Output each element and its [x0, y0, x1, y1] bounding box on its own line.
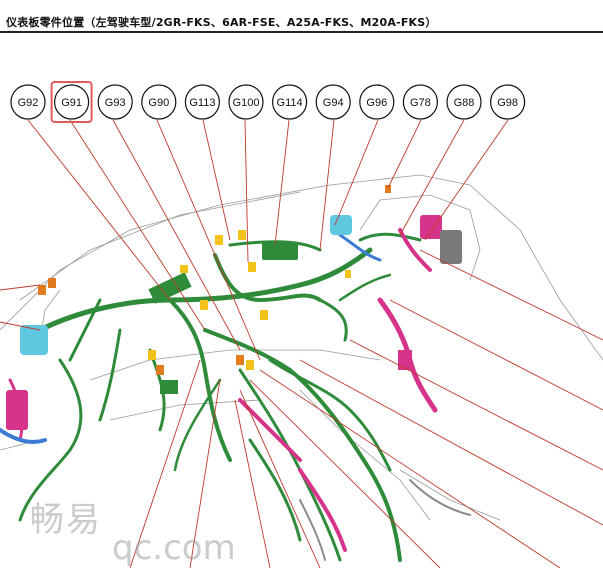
harness-gray: [299, 479, 471, 561]
connector-callout-g90[interactable]: G90: [141, 84, 177, 120]
connector-circle: [184, 84, 220, 120]
connector-label: G114: [277, 97, 303, 109]
connector-circle: [228, 84, 264, 120]
connector-circle: [10, 84, 46, 120]
connector-circle: [53, 84, 90, 120]
connector-label: G78: [410, 97, 431, 109]
connector-circle: [490, 84, 526, 120]
connector-label: G96: [366, 97, 387, 109]
connector-circle: [141, 84, 177, 120]
connector-callout-g88[interactable]: G88: [446, 84, 482, 120]
harness-pink: [8, 228, 438, 552]
connector-callout-g78[interactable]: G78: [402, 84, 438, 120]
connector-callouts: G92 G91 G93 G90 G113 G100 G114 G94 G96 G78 G88 G98: [10, 81, 526, 123]
connector-circle: [402, 84, 438, 120]
connector-label: G90: [148, 97, 169, 109]
connector-callout-g113[interactable]: G113: [184, 84, 220, 120]
connector-circle: [359, 84, 395, 120]
connector-circle: [97, 84, 133, 120]
small-connectors: [38, 185, 391, 375]
connector-callout-g96[interactable]: G96: [359, 84, 395, 120]
connector-label: G98: [497, 97, 518, 109]
connector-callout-g114[interactable]: G114: [272, 84, 308, 120]
connector-label: G113: [189, 97, 215, 109]
connector-label: G93: [105, 97, 126, 109]
connector-label: G100: [233, 97, 260, 109]
page-header: 仪表板零件位置（左驾驶车型/2GR-FKS、6AR-FSE、A25A-FKS、M…: [0, 0, 603, 34]
connector-circle: [272, 84, 308, 120]
connector-label: G94: [323, 97, 344, 109]
component-blocks: [6, 215, 462, 430]
selection-highlight: [50, 81, 93, 123]
page-title: 仪表板零件位置（左驾驶车型/2GR-FKS、6AR-FSE、A25A-FKS、M…: [6, 16, 437, 29]
connector-label: G88: [454, 97, 475, 109]
connector-callout-g100[interactable]: G100: [228, 84, 264, 120]
connector-circle: [446, 84, 482, 120]
connector-callout-g98[interactable]: G98: [490, 84, 526, 120]
connector-label: G92: [18, 97, 39, 109]
connector-callout-g93[interactable]: G93: [97, 84, 133, 120]
header-divider: [0, 31, 603, 33]
connector-circle: [315, 84, 351, 120]
connector-callout-g92[interactable]: G92: [10, 84, 46, 120]
connector-callout-g91[interactable]: G91: [50, 81, 93, 123]
harness-blue: [0, 233, 382, 444]
connector-callout-g94[interactable]: G94: [315, 84, 351, 120]
leader-lines: [0, 119, 603, 568]
dashboard-outline: [0, 174, 603, 521]
connector-label: G91: [61, 97, 82, 109]
harness-green: [18, 232, 422, 562]
